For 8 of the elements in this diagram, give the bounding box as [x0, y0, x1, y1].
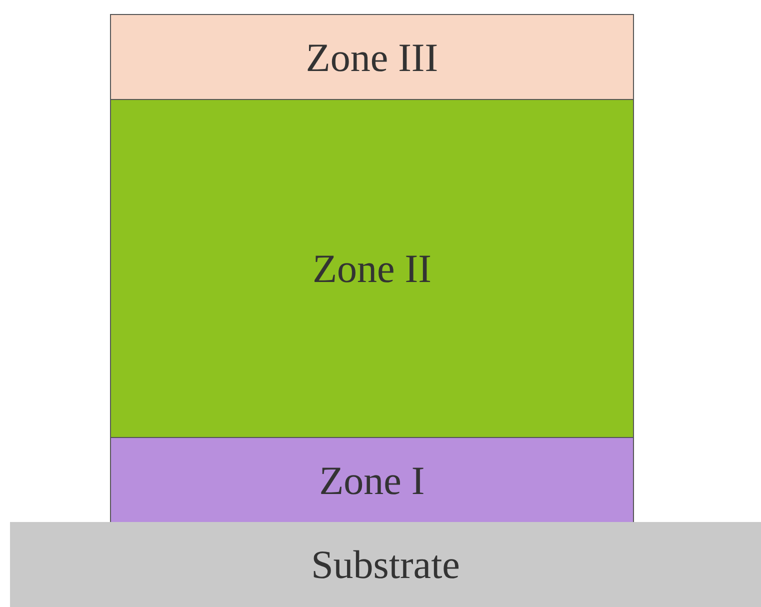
layer-band: [110, 99, 634, 438]
layer-band: [110, 14, 634, 100]
layer-label: Substrate: [311, 541, 460, 588]
layer-band: [10, 522, 761, 607]
layer-label: Zone I: [319, 456, 425, 504]
layer-band: [110, 437, 634, 523]
layer-label: Zone II: [312, 245, 432, 292]
layer-label: Zone III: [306, 34, 438, 80]
